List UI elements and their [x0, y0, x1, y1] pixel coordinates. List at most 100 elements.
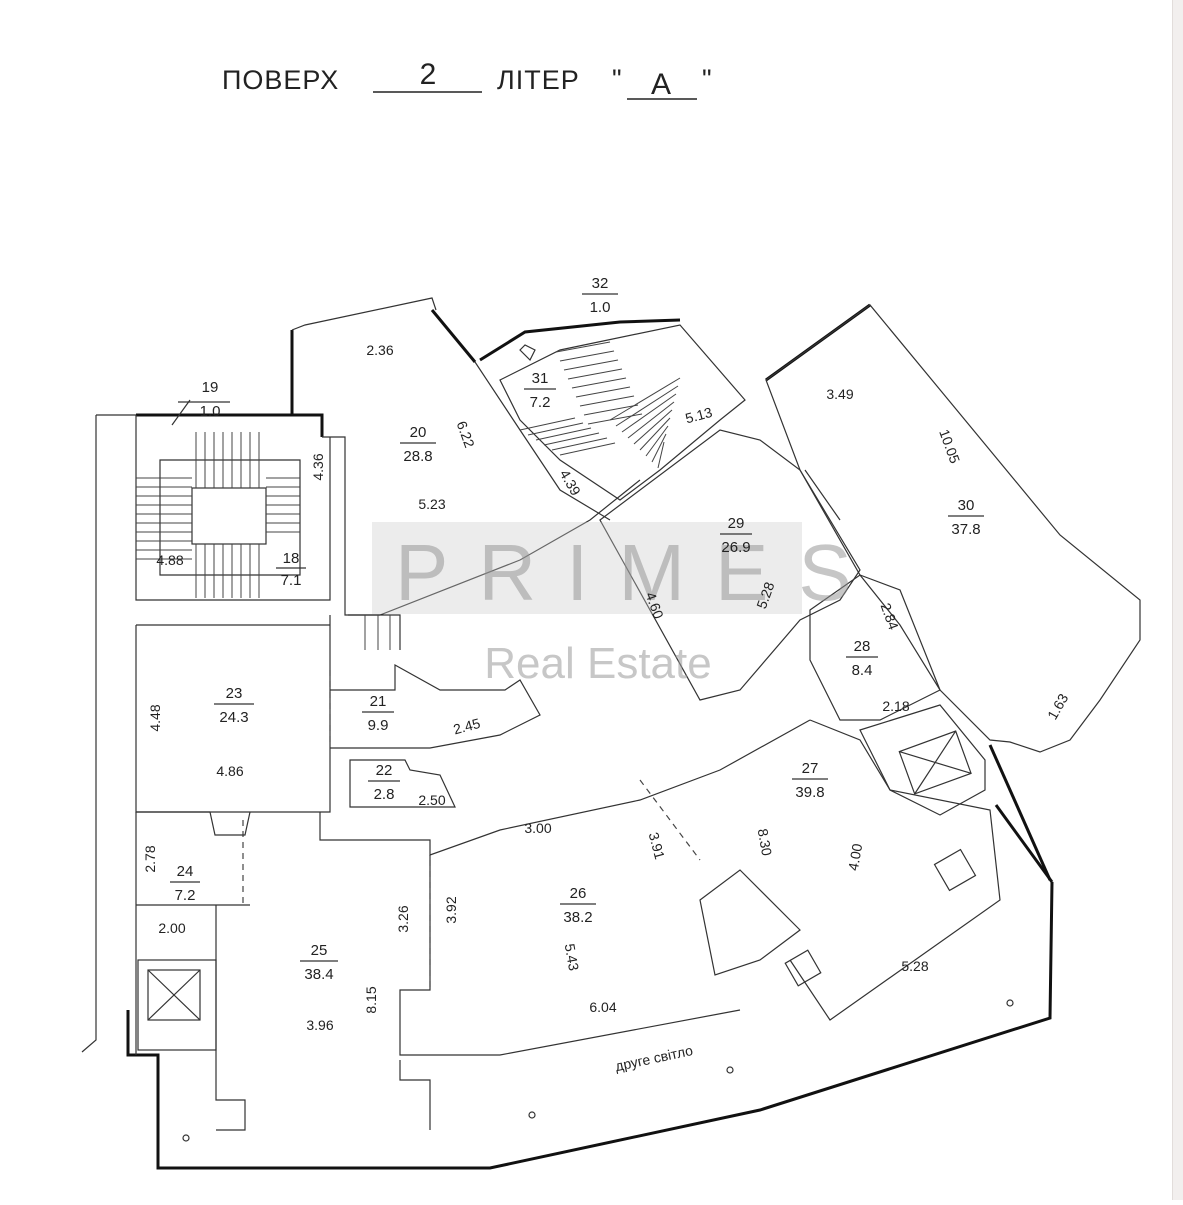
room-area: 37.8 — [951, 521, 980, 538]
room28-outline — [809, 574, 941, 721]
room-number: 29 — [728, 515, 745, 532]
room29-outline — [599, 429, 861, 701]
wall-left-outer — [81, 415, 97, 1053]
second-light-annotation: друге світло — [614, 1042, 695, 1074]
room-label-26: 26 38.2 — [560, 885, 596, 926]
letter-value: А — [651, 68, 671, 101]
stair-tread — [583, 404, 639, 416]
room-number: 31 — [532, 370, 549, 387]
room25-outline — [215, 905, 431, 1131]
lift-left-cabin — [147, 969, 201, 1021]
room-label-24: 24 7.2 — [170, 863, 200, 904]
room20-left — [322, 436, 380, 616]
room-label-30: 30 37.8 — [948, 497, 984, 538]
dimension-label: 3.96 — [306, 1017, 333, 1033]
wall-room31-top — [479, 318, 681, 362]
room-number: 30 — [958, 497, 975, 514]
column-31a — [519, 344, 536, 362]
room-number: 18 — [283, 550, 300, 567]
dimension-label: 2.45 — [451, 715, 482, 738]
room20-bottom — [379, 479, 641, 616]
dimension-label: 10.05 — [936, 427, 963, 466]
stair-tread — [535, 427, 592, 441]
room23-outline — [135, 615, 331, 813]
page-edge-strip — [1172, 0, 1183, 1200]
marker-circle-1 — [182, 1134, 190, 1142]
room-number: 24 — [177, 863, 194, 880]
dimension-label: 5.43 — [562, 942, 583, 972]
stair-tread — [551, 437, 608, 451]
stair-run-outline — [159, 459, 301, 576]
room-label-27: 27 39.8 — [792, 760, 828, 801]
letter-open-quote: " — [612, 64, 623, 94]
stair-tread — [543, 432, 600, 446]
stair-tread — [567, 368, 623, 380]
room-area: 7.2 — [530, 394, 551, 411]
room-area: 1.0 — [590, 299, 611, 316]
room-label-25: 25 38.4 — [300, 942, 338, 983]
room24-outline — [135, 811, 250, 1055]
dimension-label: 2.00 — [158, 920, 185, 936]
room-number: 26 — [570, 885, 587, 902]
room20-balcony — [291, 297, 437, 331]
stair-tread — [575, 386, 631, 398]
stair-tread — [657, 441, 665, 469]
wall-bottom-perimeter — [126, 881, 1054, 1170]
room-label-31: 31 7.2 — [524, 370, 556, 411]
room-number: 22 — [376, 762, 393, 779]
stair-tread — [527, 422, 584, 436]
room-label-22: 22 2.8 — [368, 762, 400, 803]
marker-circle-2 — [528, 1111, 536, 1119]
stair-tread — [645, 425, 669, 457]
letter-close-quote: " — [702, 64, 713, 94]
stair-tread — [621, 393, 677, 433]
room-number: 32 — [592, 275, 609, 292]
room-number: 23 — [226, 685, 243, 702]
marker-circle-4 — [1006, 999, 1014, 1007]
lift-left-cross2 — [147, 969, 201, 1021]
dimension-label: 5.28 — [901, 958, 928, 974]
dimension-label: 5.23 — [418, 496, 445, 512]
dimension-label: 8.30 — [755, 827, 776, 857]
stair-tread — [519, 417, 576, 431]
room-label-28: 28 8.4 — [846, 638, 878, 679]
room31-outline — [499, 324, 746, 501]
stair-treads — [136, 341, 681, 598]
stair-tread — [559, 442, 616, 456]
room-label-21: 21 9.9 — [362, 693, 394, 734]
lift-right-cabin — [898, 730, 972, 795]
wall-right-lower — [988, 744, 1052, 881]
room27-outline — [789, 719, 1001, 1021]
inner-walls — [81, 297, 1141, 1142]
room26-27-opening — [639, 779, 701, 861]
dimension-label: 4.39 — [557, 467, 585, 499]
dimension-label: 3.91 — [646, 830, 669, 861]
room-area: 8.4 — [852, 662, 873, 679]
column-27b — [784, 949, 822, 987]
room18-outline — [135, 415, 331, 601]
room-label-20: 20 28.8 — [400, 424, 436, 465]
dimension-label: 3.49 — [826, 386, 853, 402]
dimension-label: 3.26 — [395, 905, 411, 932]
room-number: 27 — [802, 760, 819, 777]
wall-room20-diag — [430, 309, 477, 363]
room-label-18: 18 7.1 — [276, 550, 306, 589]
room-number: 19 — [202, 379, 219, 396]
lift-left-shaft — [137, 959, 217, 1051]
watermark: PRIMES Real Estate — [372, 522, 852, 688]
room-label-29: 29 26.9 — [720, 515, 752, 556]
watermark-subtitle: Real Estate — [484, 639, 711, 688]
dimension-label: 8.15 — [363, 986, 379, 1013]
room-area: 7.1 — [281, 572, 302, 589]
stair-tread — [555, 341, 611, 353]
room-area: 26.9 — [721, 539, 750, 556]
dimension-label: 3.00 — [524, 820, 551, 836]
room-area: 9.9 — [368, 717, 389, 734]
dimension-label: 3.92 — [443, 896, 459, 923]
room-area: 24.3 — [219, 709, 248, 726]
room-area: 28.8 — [403, 448, 432, 465]
room-number: 20 — [410, 424, 427, 441]
stair-tread — [571, 377, 627, 389]
